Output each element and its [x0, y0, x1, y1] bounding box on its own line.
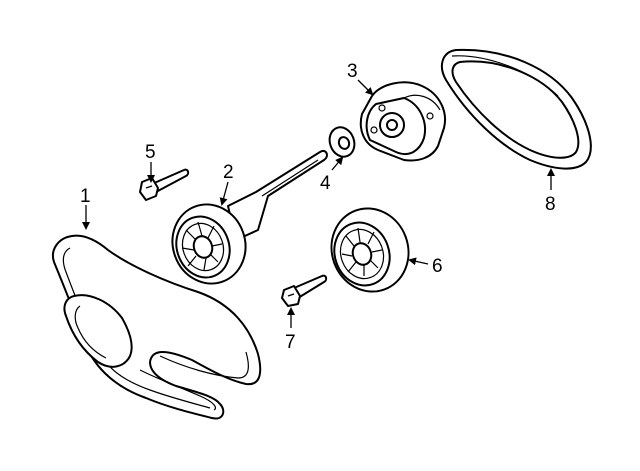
idler-pulley [330, 207, 410, 293]
leader-4 [331, 156, 344, 171]
serpentine-belt [52, 234, 262, 420]
belt-tensioner [359, 81, 446, 162]
callout-labels: 1 2 3 4 5 6 7 8 [80, 61, 556, 353]
callout-2: 2 [223, 162, 234, 183]
spacer-washer [328, 126, 356, 158]
leader-lines [82, 79, 555, 328]
callout-6: 6 [432, 256, 443, 277]
callout-3: 3 [347, 61, 358, 82]
accessory-belt [440, 48, 592, 170]
idler-bolt [139, 168, 190, 201]
callout-4: 4 [320, 173, 331, 194]
callout-8: 8 [545, 194, 556, 215]
callout-7: 7 [285, 332, 296, 353]
leader-2 [219, 181, 229, 206]
leader-3 [357, 79, 374, 96]
callout-5: 5 [145, 142, 156, 163]
callout-1: 1 [80, 186, 91, 207]
pulley-bolt [281, 274, 328, 307]
leader-6 [408, 257, 429, 266]
idler-pulley-with-arm [171, 150, 328, 285]
